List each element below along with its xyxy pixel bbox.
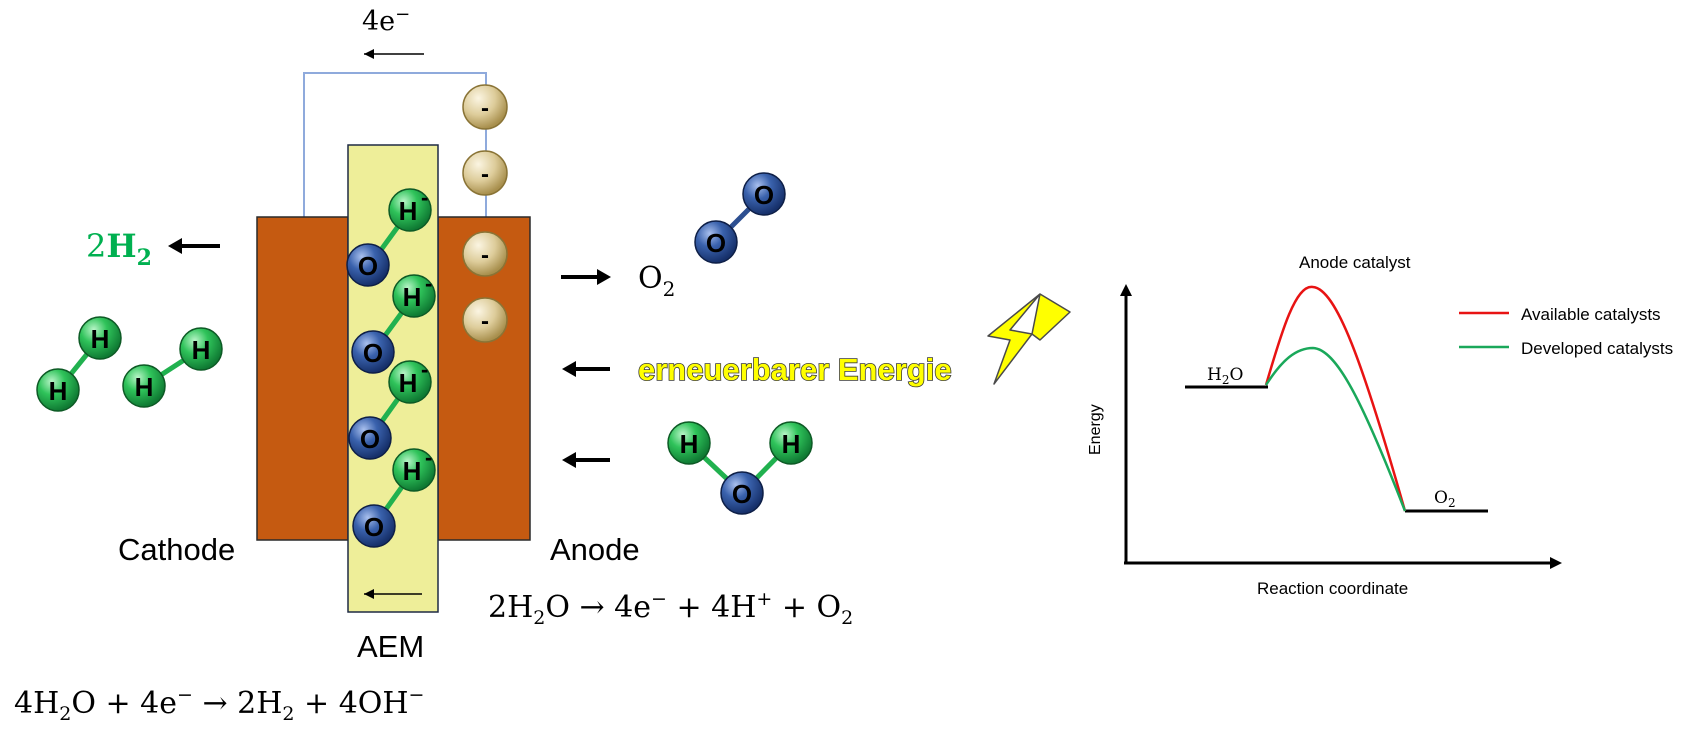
svg-text:H: H [403, 282, 422, 312]
svg-text:O: O [358, 251, 378, 281]
legend-label-developed: Developed catalysts [1521, 339, 1673, 358]
electron-particles: - - - - [462, 84, 508, 343]
electron: - [462, 150, 508, 196]
svg-text:H: H [403, 456, 422, 486]
product-label: O2 [1434, 488, 1456, 510]
chart-legend: Available catalysts Developed catalysts [1459, 305, 1673, 358]
cathode-equation: 4H2O + 4e− → 2H2 + 4OH− [14, 684, 424, 725]
svg-text:-: - [481, 308, 489, 335]
o2-molecule: O O [694, 172, 786, 264]
chart-title: Anode catalyst [1299, 253, 1411, 272]
hydroxide-ion: H - O [346, 185, 432, 287]
lightning-bolt-icon [987, 293, 1071, 385]
renewable-energy-label: erneuerbarer Energie [638, 352, 952, 387]
anode-label: Anode [550, 532, 640, 567]
energy-profile-diagram: Energy Reaction coordinate Anode catalys… [1087, 253, 1673, 598]
h2o-molecule: H H O [667, 421, 813, 515]
electron-count-label: 4e− [362, 4, 410, 37]
svg-text:-: - [421, 357, 428, 382]
svg-text:-: - [481, 161, 489, 188]
svg-text:H: H [399, 196, 418, 226]
hydroxide-ion: H - O [352, 445, 436, 548]
svg-text:O: O [364, 512, 384, 542]
anode-equation: 2H2O → 4e− + 4H+ + O2 [488, 588, 853, 629]
energy-in-arrow [562, 361, 610, 377]
svg-text:H: H [680, 429, 699, 459]
cathode-electrode [256, 216, 349, 541]
h2-molecule: H H [122, 327, 223, 408]
svg-text:O: O [732, 479, 752, 509]
aem-label: AEM [357, 629, 424, 664]
svg-text:O: O [706, 228, 726, 258]
cathode-product-label: 2H2 [86, 227, 152, 271]
svg-text:-: - [481, 95, 489, 122]
svg-text:-: - [481, 242, 489, 269]
svg-text:-: - [425, 271, 432, 296]
x-axis-label: Reaction coordinate [1257, 579, 1408, 598]
x-axis-arrowhead [1550, 557, 1562, 569]
svg-text:H: H [135, 372, 154, 402]
svg-text:H: H [49, 376, 68, 406]
electron: - [462, 231, 508, 277]
electron-flow-arrow [364, 49, 424, 59]
electron: - [462, 84, 508, 130]
svg-text:O: O [754, 180, 774, 210]
reactant-label: H2O [1207, 365, 1243, 387]
available-catalyst-curve [1264, 285, 1407, 512]
y-axis-label: Energy [1087, 404, 1104, 455]
svg-text:H: H [399, 368, 418, 398]
hydroxide-ion: H - O [348, 357, 432, 460]
hydroxide-ions: H - O H - O H - O H - [346, 185, 436, 548]
svg-text:H: H [782, 429, 801, 459]
h2-out-arrow [168, 238, 220, 254]
electron: - [462, 297, 508, 343]
y-axis-arrowhead [1120, 284, 1132, 296]
svg-text:H: H [192, 335, 211, 365]
svg-text:O: O [360, 424, 380, 454]
svg-text:O: O [363, 338, 383, 368]
external-circuit-wire [303, 72, 487, 217]
water-in-arrow [562, 452, 610, 468]
cathode-label: Cathode [118, 532, 235, 567]
o2-out-arrow [561, 269, 611, 285]
svg-text:-: - [421, 185, 428, 210]
developed-catalyst-curve [1264, 346, 1407, 512]
svg-text:H: H [91, 324, 110, 354]
anode-product-label: O2 [638, 261, 675, 301]
hydroxide-transport-arrow [364, 589, 422, 599]
svg-text:-: - [425, 445, 432, 470]
h2-molecule: H H [36, 316, 122, 412]
hydroxide-ion: H - O [351, 271, 436, 374]
legend-label-available: Available catalysts [1521, 305, 1661, 324]
